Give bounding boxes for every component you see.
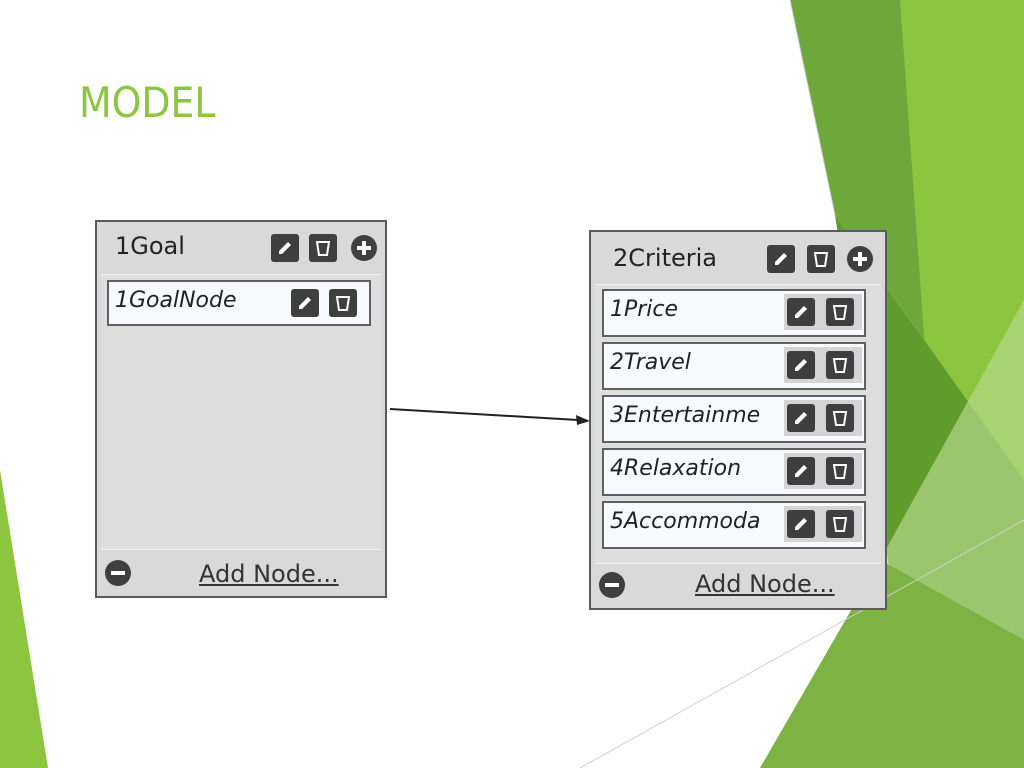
node-label: 3Entertainme: [610, 403, 761, 428]
edit-panel-button[interactable]: [767, 245, 795, 273]
node-label: 1Price: [610, 297, 679, 322]
pencil-icon: [795, 306, 807, 318]
slide-title: MODEL: [79, 78, 216, 127]
edit-panel-button[interactable]: [271, 234, 299, 262]
goal-panel-footer: Add Node...: [97, 552, 385, 596]
thin-line-1: [789, 0, 836, 216]
node-label: 5Accommoda: [610, 509, 761, 534]
trash-icon: [832, 517, 848, 532]
delete-node-button[interactable]: [826, 298, 854, 326]
pencil-icon: [795, 359, 807, 371]
trash-icon: [832, 305, 848, 320]
edit-node-button[interactable]: [787, 404, 815, 432]
trash-icon: [832, 411, 848, 426]
add-node-plus-button[interactable]: [351, 235, 377, 261]
thin-line-2: [579, 519, 1024, 768]
delete-node-button[interactable]: [826, 457, 854, 485]
criteria-panel: 2Criteria 1Price 2Travel: [589, 230, 887, 610]
minus-circle-icon: [111, 571, 125, 575]
trash-icon: [832, 464, 848, 479]
criteria-panel-title: 2Criteria: [613, 244, 717, 272]
trash-icon: [832, 358, 848, 373]
plus-icon: [853, 252, 867, 266]
green-facet-bottom: [760, 560, 1024, 768]
node-actions: [784, 400, 862, 436]
minus-circle-icon: [605, 583, 619, 587]
connector-line: [389, 408, 579, 421]
node-actions: [784, 506, 862, 542]
node-label: 2Travel: [610, 350, 691, 375]
node-actions: [784, 294, 862, 330]
criteria-node-item[interactable]: 2Travel: [602, 342, 866, 390]
pencil-icon: [795, 412, 807, 424]
add-node-link[interactable]: Add Node...: [199, 560, 339, 588]
add-node-link[interactable]: Add Node...: [695, 570, 835, 598]
criteria-node-item[interactable]: 1Price: [602, 289, 866, 337]
node-label: 4Relaxation: [610, 456, 742, 481]
criteria-node-item[interactable]: 5Accommoda: [602, 501, 866, 549]
edit-node-button[interactable]: [787, 510, 815, 538]
add-node-plus-button[interactable]: [847, 246, 873, 272]
edit-node-button[interactable]: [291, 289, 319, 317]
collapse-panel-button[interactable]: [105, 560, 131, 586]
goal-node-item[interactable]: 1GoalNode: [107, 280, 371, 326]
goal-panel-title: 1Goal: [115, 232, 185, 260]
node-label: 1GoalNode: [115, 288, 237, 313]
trash-icon: [315, 241, 331, 256]
collapse-panel-button[interactable]: [599, 572, 625, 598]
pencil-icon: [299, 297, 311, 309]
pencil-icon: [279, 242, 291, 254]
green-facet-left: [0, 470, 48, 768]
green-facet-pale: [880, 300, 1024, 640]
trash-icon: [813, 252, 829, 267]
goal-panel: 1Goal 1GoalNode Add Node...: [95, 220, 387, 598]
node-actions: [784, 453, 862, 489]
delete-node-button[interactable]: [329, 289, 357, 317]
criteria-node-item[interactable]: 3Entertainme: [602, 395, 866, 443]
criteria-node-item[interactable]: 4Relaxation: [602, 448, 866, 496]
criteria-panel-header: 2Criteria: [591, 232, 885, 284]
pencil-icon: [795, 465, 807, 477]
plus-icon: [357, 241, 371, 255]
delete-panel-button[interactable]: [309, 234, 337, 262]
delete-node-button[interactable]: [826, 510, 854, 538]
node-actions: [784, 347, 862, 383]
edit-node-button[interactable]: [787, 298, 815, 326]
edit-node-button[interactable]: [787, 351, 815, 379]
trash-icon: [335, 296, 351, 311]
arrowhead-icon: [576, 415, 590, 425]
goal-panel-header: 1Goal: [97, 222, 385, 274]
delete-node-button[interactable]: [826, 351, 854, 379]
pencil-icon: [775, 253, 787, 265]
delete-node-button[interactable]: [826, 404, 854, 432]
delete-panel-button[interactable]: [807, 245, 835, 273]
pencil-icon: [795, 518, 807, 530]
edit-node-button[interactable]: [787, 457, 815, 485]
criteria-panel-footer: Add Node...: [591, 564, 885, 608]
